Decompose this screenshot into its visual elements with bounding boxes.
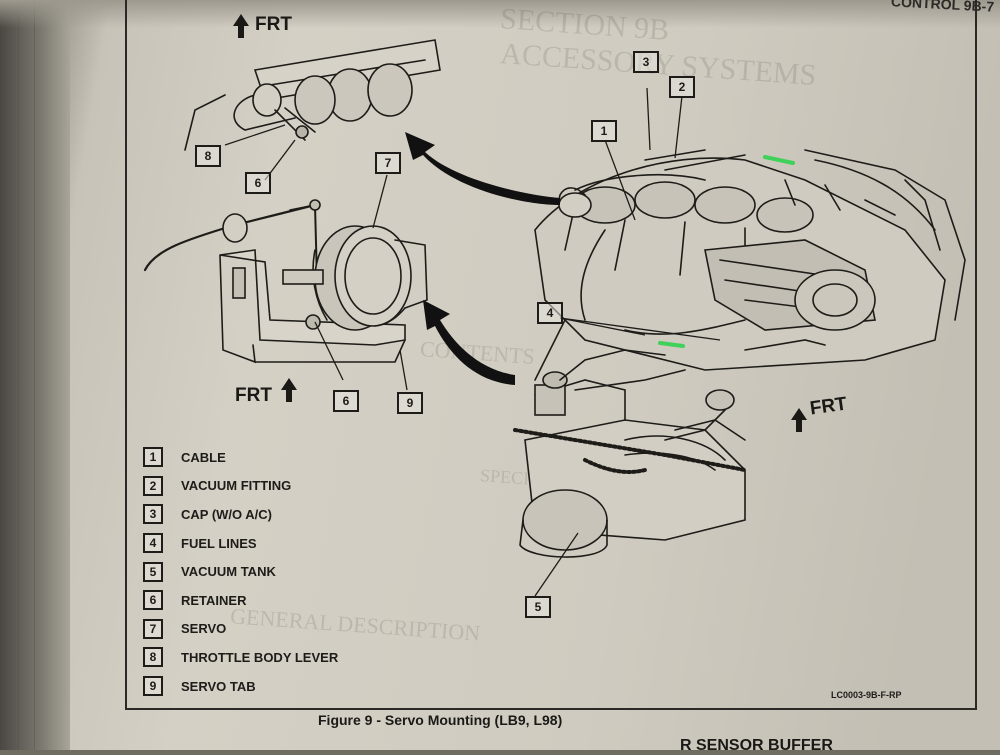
callout-4: 4 [537,302,563,324]
legend-row: 7 SERVO [143,615,463,644]
legend-label: CAP (W/O A/C) [181,506,272,522]
leader-3 [646,87,651,151]
callout-2: 2 [669,76,695,98]
callout-6-bottom: 6 [333,390,359,412]
engine-assembly [534,149,966,381]
figure-code: LC0003-9B-F-RP [831,690,902,700]
legend-number: 8 [143,647,163,668]
spine-edge [18,0,19,750]
leader-4 [559,317,721,341]
legend-row: 2 VACUUM FITTING [143,472,463,501]
figure-caption: Figure 9 - Servo Mounting (LB9, L98) [318,712,563,728]
engine-illustration [143,14,966,597]
leader-7 [372,174,388,229]
servo-unit [282,225,428,331]
legend-row: 4 FUEL LINES [143,529,463,558]
vacuum-tank-assembly [513,339,826,558]
legend-number: 4 [143,533,163,554]
frt-label-top: FRT [255,14,292,35]
callout-1: 1 [591,120,617,142]
servo-bracket [219,249,406,364]
callout-8: 8 [195,145,221,167]
legend-row: 1 CABLE [143,443,463,472]
pointer-arrows [405,132,560,385]
legend-number: 5 [143,561,163,582]
legend-label: THROTTLE BODY LEVER [181,649,339,665]
legend-number: 3 [143,504,163,525]
leader-6b [314,321,344,381]
callout-6-top: 6 [245,172,271,194]
book-spine [0,0,70,750]
spine-edge [34,0,35,750]
legend-row: 8 THROTTLE BODY LEVER [143,643,463,672]
callout-5: 5 [525,596,551,618]
next-section-title: R SENSOR BUFFER [680,737,833,754]
legend-label: CABLE [181,449,226,465]
legend-row: 6 RETAINER [143,586,463,615]
leader-1 [604,139,636,221]
legend-number: 6 [143,590,163,611]
legend-label: SERVO [181,621,227,637]
page-top-shadow [0,0,1000,28]
legend-label: RETAINER [181,592,247,608]
legend-label: VACUUM FITTING [181,478,292,494]
legend-label: FUEL LINES [181,535,257,551]
leader-8 [224,124,286,146]
legend-number: 7 [143,618,163,639]
callout-3: 3 [633,51,659,73]
legend-label: VACUUM TANK [181,564,276,580]
legend-number: 1 [143,447,163,468]
callout-7: 7 [375,152,401,174]
legend-label: SERVO TAB [181,678,256,694]
legend: 1 CABLE 2 VACUUM FITTING 3 CAP (W/O A/C)… [143,443,463,700]
legend-row: 9 SERVO TAB [143,672,463,701]
leader-2 [674,95,683,159]
green-highlights [658,155,795,348]
frt-label-bottom-left: FRT [235,385,272,406]
frt-arrows [233,14,807,432]
callout-9: 9 [397,392,423,414]
legend-row: 3 CAP (W/O A/C) [143,500,463,529]
figure-frame [125,0,977,710]
leader-5 [534,532,579,597]
servo-mounting-figure: FRT FRT FRT 1 2 3 4 5 6 6 7 8 9 1 CABLE … [105,0,985,750]
legend-number: 9 [143,676,163,697]
leader-9 [399,349,408,391]
legend-row: 5 VACUUM TANK [143,557,463,586]
throttle-body-detail [184,39,441,151]
legend-number: 2 [143,475,163,496]
